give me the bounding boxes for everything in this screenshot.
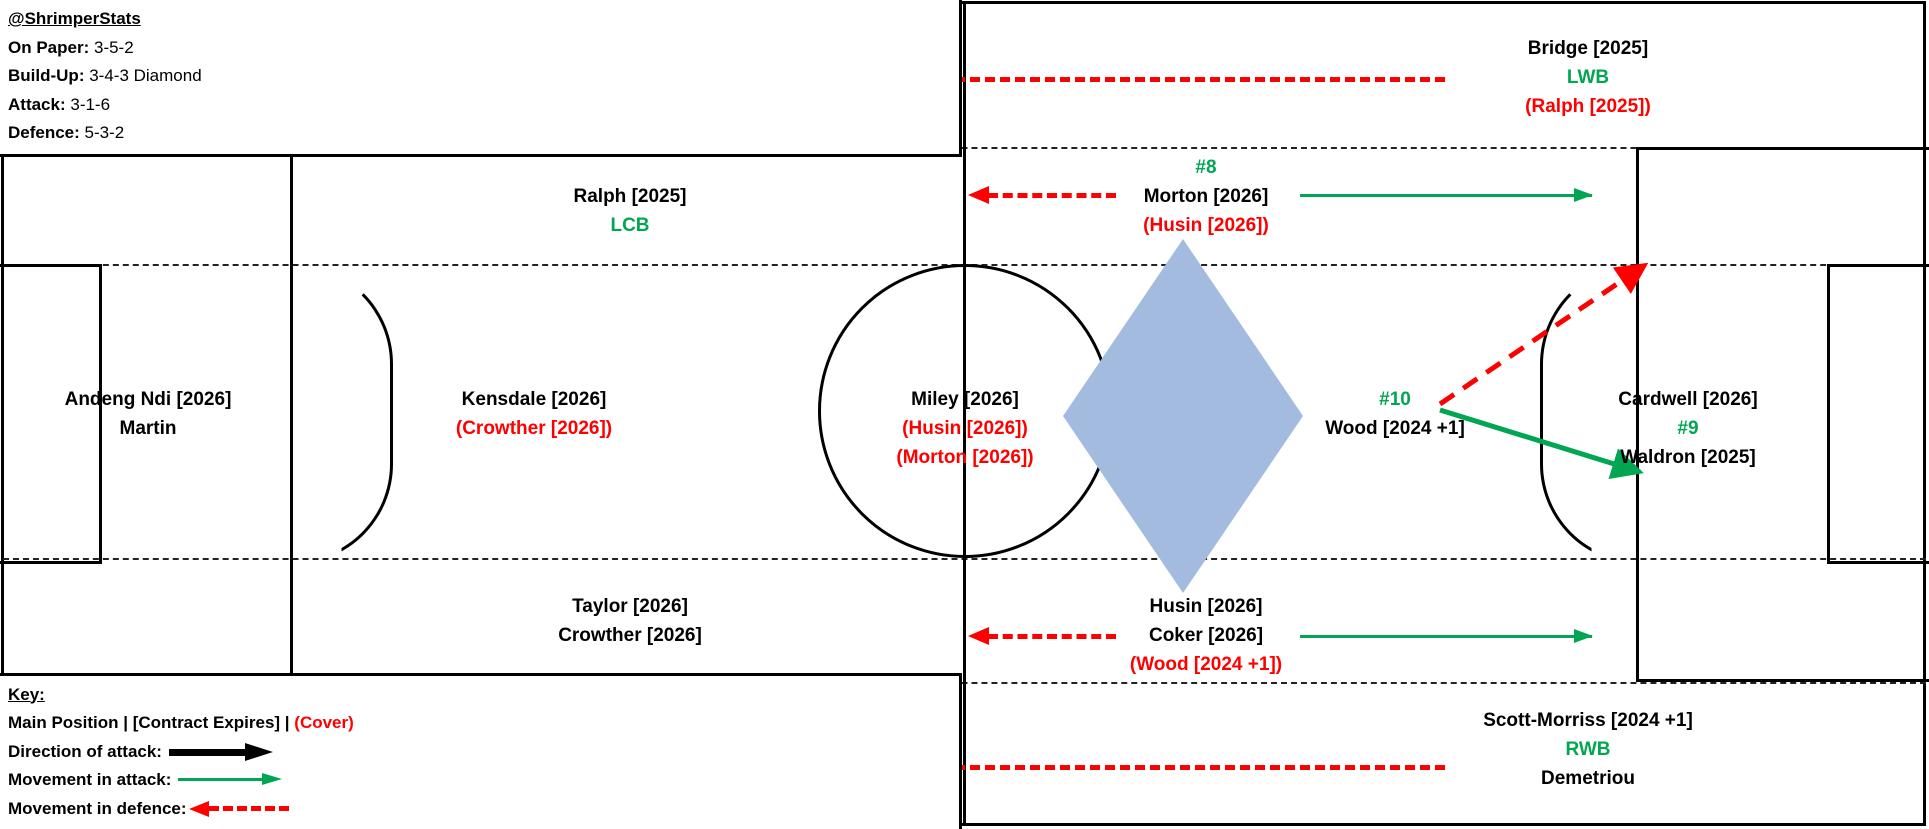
player-line: Bridge [2025] [1527,38,1649,59]
player-line: Kensdale [2026] [461,389,607,410]
player-goalkeeper[interactable]: Andeng Ndi [2026] Martin [65,385,232,443]
arrow-shaft [625,764,1445,770]
player-line: Demetriou [1541,768,1635,789]
player-defensive-midfield[interactable]: Miley [2026] (Husin [2026]) (Morton [202… [896,385,1033,472]
player-shirt-number: #9 [1677,418,1699,439]
penalty-arc-left [293,264,393,564]
row-label: Build-Up: [8,66,85,85]
player-cover: (Ralph [2025]) [1525,96,1651,117]
formation-row-defence: Defence: 5-3-2 [8,119,951,148]
player-line: Crowther [2026] [558,625,702,646]
player-line: Miley [2026] [911,389,1019,410]
row-value: 5-3-2 [84,123,125,142]
player-shirt-number: #10 [1379,389,1411,410]
player-left-central-midfield[interactable]: #8 Morton [2026] (Husin [2026]) [1143,153,1269,240]
player-line: Waldron [2025] [1620,447,1756,468]
arrow-shaft [988,633,1116,639]
key-title: Key: [8,684,45,704]
row-label: Attack: [8,94,66,114]
arrow-shaft [625,76,1445,82]
penalty-arc-right [1540,264,1640,564]
arrow-head [1574,188,1593,202]
key-movement-in-attack-row: Movement in attack: [8,766,951,795]
key-title-row: Key: [8,681,951,710]
row-value: 3-5-2 [93,37,134,57]
player-left-centre-back[interactable]: Ralph [2025] LCB [574,182,687,240]
green-arrow-icon [178,773,283,787]
player-striker[interactable]: Cardwell [2026] #9 Waldron [2025] [1618,385,1757,472]
player-cover: (Crowther [2026]) [455,418,613,439]
player-shirt-number: #8 [1195,157,1217,178]
key-movement-in-attack-label: Movement in attack: [8,770,172,790]
player-line: Andeng Ndi [2026] [64,389,232,410]
arrow-shaft [1300,193,1592,197]
key-main-position: Main Position [8,713,119,732]
striker-attacking-diagonal-arrow [1439,407,1644,479]
key-direction-of-attack-label: Direction of attack: [8,741,162,761]
row-label: Defence: [8,123,80,142]
player-line: Husin [2026] [1149,596,1263,617]
goal-area-right [1827,264,1929,564]
key-contract-expires: [Contract Expires] [132,713,281,732]
key-movement-in-defence-row: Movement in defence: [8,795,951,824]
player-line: Martin [119,418,177,439]
player-position-code: RWB [1565,739,1611,760]
goal-area-left [0,264,102,564]
key-separator: | [280,713,295,732]
player-right-wing-back[interactable]: Scott-Morriss [2024 +1] RWB Demetriou [1483,706,1693,793]
player-cover: (Wood [2024 +1]) [1129,654,1283,675]
player-line: Coker [2026] [1148,625,1264,646]
key-direction-of-attack-row: Direction of attack: [8,738,951,767]
player-line: Scott-Morriss [2024 +1] [1483,710,1693,731]
player-line: Wood [2024 +1] [1325,418,1465,439]
player-position-code: LWB [1566,67,1610,88]
player-line: Cardwell [2026] [1618,389,1758,410]
formation-row-on-paper: On Paper: 3-5-2 [8,34,951,63]
key-legend-row: Main Position | [Contract Expires] | (Co… [8,709,951,738]
row-value: 3-4-3 Diamond [89,66,202,85]
arrow-head [1574,629,1593,643]
player-right-central-midfield[interactable]: Husin [2026] Coker [2026] (Wood [2024 +1… [1130,592,1282,679]
player-line: Morton [2026] [1143,186,1269,207]
player-right-centre-back[interactable]: Taylor [2026] Crowther [2026] [558,592,702,650]
formation-info-panel: @ShrimperStats On Paper: 3-5-2 Build-Up:… [0,0,962,157]
player-line: Ralph [2025] [573,186,687,207]
striker-defensive-diagonal-arrow [1438,262,1649,407]
twitter-handle-text: @ShrimperStats [8,9,141,28]
player-left-wing-back[interactable]: Bridge [2025] LWB (Ralph [2025]) [1525,34,1651,121]
arrow-head [968,627,989,645]
player-line: Taylor [2026] [572,596,688,617]
player-cover: (Morton [2026]) [896,447,1034,468]
row-value: 3-1-6 [70,94,111,114]
player-cover: (Husin [2026]) [1143,215,1269,236]
arrow-head [968,186,989,204]
row-label: On Paper: [8,37,90,57]
striker-movement-arrows [1438,262,1649,479]
key-cover: (Cover) [294,713,354,732]
key-separator: | [118,713,133,732]
player-position-code: LCB [610,215,650,236]
twitter-handle[interactable]: @ShrimperStats [8,5,951,34]
arrow-shaft [988,192,1116,198]
formation-row-attack: Attack: 3-1-6 [8,91,951,120]
key-movement-in-defence-label: Movement in defence: [8,798,187,818]
player-cover: (Husin [2026]) [902,418,1028,439]
red-dashed-arrow-icon [188,800,294,817]
player-centre-back[interactable]: Kensdale [2026] (Crowther [2026]) [456,385,612,443]
player-attacking-midfield[interactable]: #10 Wood [2024 +1] [1325,385,1465,443]
black-arrow-icon [168,742,274,761]
formation-row-build-up: Build-Up: 3-4-3 Diamond [8,62,951,91]
key-panel: Key: Main Position | [Contract Expires] … [0,672,962,829]
arrow-shaft [1300,634,1592,638]
